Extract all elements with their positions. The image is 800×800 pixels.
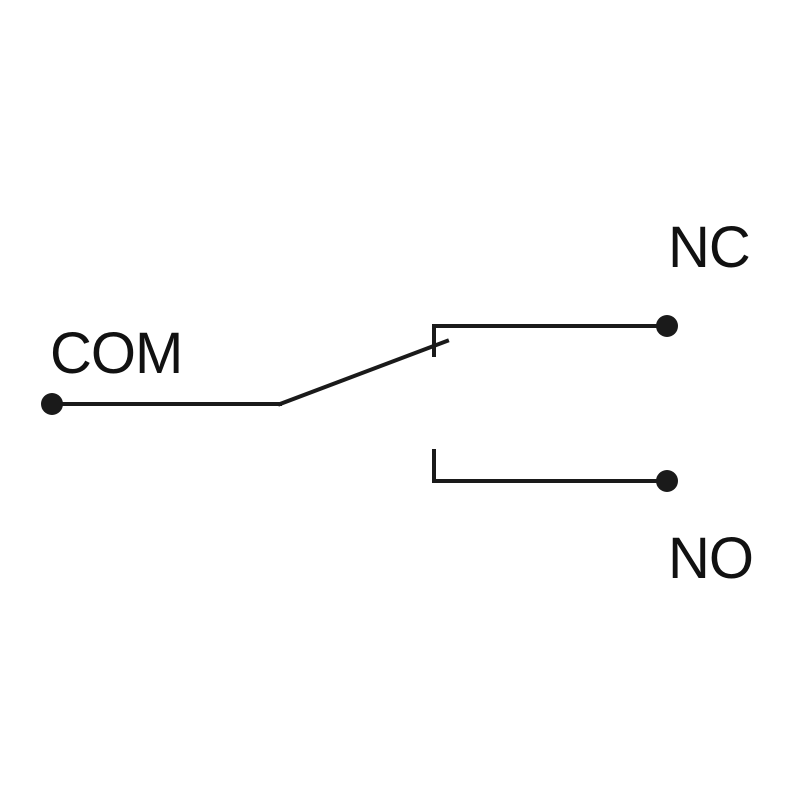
no-contact-wire xyxy=(432,449,669,483)
nc-label: NC xyxy=(668,215,750,280)
nc-terminal-dot xyxy=(656,315,678,337)
nc-contact-wire xyxy=(432,324,669,357)
no-label: NO xyxy=(668,526,753,591)
no-terminal-dot xyxy=(656,470,678,492)
com-label: COM xyxy=(50,321,182,386)
switch-arm xyxy=(277,338,450,407)
